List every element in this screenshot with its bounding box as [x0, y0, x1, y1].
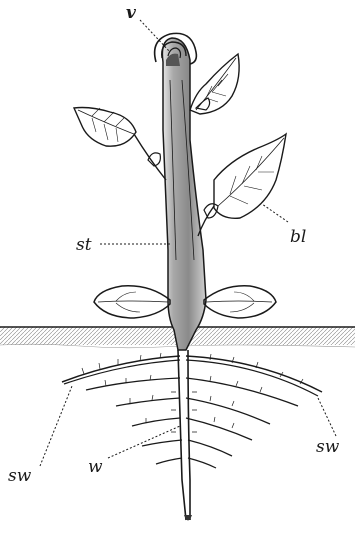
stem [162, 38, 206, 350]
leaf-upper-right [190, 54, 239, 114]
leaf-left [74, 108, 166, 181]
label-v: v [126, 3, 137, 23]
label-w: w [88, 457, 103, 477]
label-sw-left: sw [8, 466, 32, 486]
label-st: st [76, 235, 92, 255]
label-bl: bl [290, 227, 306, 247]
leaf-right-large [198, 134, 286, 236]
cotyledon-right [204, 286, 276, 318]
label-sw-right: sw [316, 437, 340, 457]
cotyledon-left [94, 286, 170, 318]
lateral-roots [62, 356, 322, 468]
tap-root [178, 350, 192, 521]
